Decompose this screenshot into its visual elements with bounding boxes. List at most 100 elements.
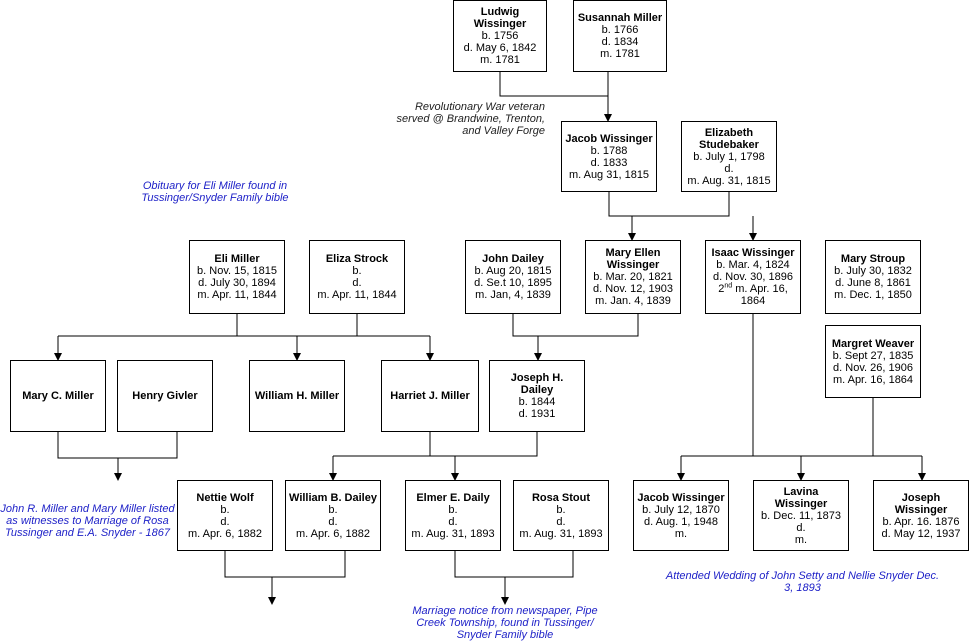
- person-name: Jacob Wissinger: [637, 491, 725, 504]
- note-line: Marriage notice from newspaper, Pipe: [412, 605, 598, 617]
- person-lavina-wissinger: Lavina Wissinger b. Dec. 11, 1873 d. m.: [753, 480, 849, 551]
- person-name: Mary Ellen Wissinger: [605, 247, 661, 271]
- person-mary-stroup: Mary Stroup b. July 30, 1832 d. June 8, …: [825, 240, 921, 314]
- marriage: m. Apr. 11, 1844: [197, 289, 277, 301]
- birth: b. July 1, 1798: [693, 150, 765, 163]
- marriage: m.: [794, 533, 808, 546]
- note-line: Trenton, and Valley Forge: [462, 113, 545, 137]
- person-name: Henry Givler: [132, 390, 198, 402]
- note-line: Snyder Family bible: [456, 629, 554, 641]
- death: d. Nov. 30, 1896: [713, 271, 793, 283]
- note-line: Tussinger/Snyder Family bible: [141, 192, 289, 204]
- person-name: William B. Dailey: [289, 491, 377, 504]
- marriage: 2nd m. Apr. 16, 1864: [718, 282, 788, 307]
- marriage: m. Aug. 31, 1815: [687, 174, 771, 187]
- marriage: m. 1781: [600, 48, 640, 60]
- person-jacob-wissinger: Jacob Wissinger b. 1788 d. 1833 m. Aug 3…: [561, 121, 657, 192]
- note-line: served @ Brandwine,: [396, 113, 502, 125]
- death: d.: [352, 277, 362, 289]
- person-mary-ellen-wissinger: Mary Ellen Wissinger b. Mar. 20, 1821 d.…: [585, 240, 681, 314]
- person-eli-miller: Eli Miller b. Nov. 15, 1815 d. July 30, …: [189, 240, 285, 314]
- person-joseph-wissinger: Joseph Wissinger b. Apr. 16. 1876 d. May…: [873, 480, 969, 551]
- marriage: m. Apr. 6, 1882: [296, 527, 370, 540]
- person-name: Lavina Wissinger: [774, 485, 828, 510]
- person-rosa-stout: Rosa Stout b. d. m. Aug. 31, 1893: [513, 480, 609, 551]
- death: d. Nov. 12, 1903: [593, 283, 673, 295]
- person-eliza-strock: Eliza Strock b. d. m. Apr. 11, 1844: [309, 240, 405, 314]
- person-susannah-miller: Susannah Miller b. 1766 d. 1834 m. 1781: [573, 0, 667, 72]
- person-name: Joseph Wissinger: [894, 491, 948, 516]
- death: d.: [328, 515, 338, 528]
- death: d. 1931: [518, 408, 556, 420]
- person-name: Harriet J. Miller: [390, 390, 470, 402]
- person-margret-weaver: Margret Weaver b. Sept 27, 1835 d. Nov. …: [825, 325, 921, 398]
- death: d. 1834: [601, 36, 639, 48]
- marriage: m. Dec. 1, 1850: [834, 289, 912, 301]
- birth: b. Aug 20, 1815: [474, 265, 552, 277]
- person-elizabeth-studebaker: Elizabeth Studebaker b. July 1, 1798 d. …: [681, 121, 777, 192]
- death: d.: [556, 515, 566, 528]
- person-name: Nettie Wolf: [196, 491, 254, 504]
- person-nettie-wolf: Nettie Wolf b. d. m. Apr. 6, 1882: [177, 480, 273, 551]
- note-line: Creek Township, found in Tussinger/: [416, 617, 594, 629]
- marriage: m. Aug. 31, 1893: [519, 527, 603, 540]
- birth: b. 1756: [481, 30, 519, 42]
- note-revolutionary-war: Revolutionary War veteran served @ Brand…: [395, 101, 545, 137]
- person-william-b-dailey: William B. Dailey b. d. m. Apr. 6, 1882: [285, 480, 381, 551]
- person-william-h-miller: William H. Miller: [249, 360, 345, 432]
- person-name: Isaac Wissinger: [711, 247, 795, 259]
- death: d. May 12, 1937: [881, 527, 961, 540]
- person-henry-givler: Henry Givler: [117, 360, 213, 432]
- birth: b. Apr. 16. 1876: [882, 515, 960, 528]
- death: d. May 6, 1842: [463, 42, 537, 54]
- marriage: m. Jan, 4, 1839: [475, 289, 551, 301]
- birth: b. 1844: [518, 396, 556, 408]
- person-john-dailey: John Dailey b. Aug 20, 1815 d. Se.t 10, …: [465, 240, 561, 314]
- birth: b. 1788: [590, 144, 628, 157]
- person-name: Jacob Wissinger: [565, 132, 653, 145]
- person-name: Mary C. Miller: [22, 390, 94, 402]
- note-obituary: Obituary for Eli Miller found in Tussing…: [105, 180, 325, 204]
- person-name: Elmer E. Daily: [416, 491, 490, 504]
- death: d. 1833: [590, 156, 628, 169]
- birth: b. July 12, 1870: [642, 503, 720, 516]
- person-name: Elizabeth Studebaker: [699, 126, 759, 151]
- person-name: Ludwig Wissinger: [473, 6, 527, 30]
- birth: b. Sept 27, 1835: [832, 349, 914, 362]
- person-name: Susannah Miller: [577, 12, 663, 24]
- marriage: m. Aug 31, 1815: [568, 168, 650, 181]
- marriage: m. Apr. 16, 1864: [832, 373, 914, 386]
- birth: b.: [556, 503, 566, 516]
- person-name: Eli Miller: [214, 253, 260, 265]
- note-line: listed as witnesses to Marriage of: [6, 503, 175, 527]
- person-name: Margret Weaver: [831, 337, 915, 350]
- death: d.: [220, 515, 230, 528]
- marriage: m. 1781: [480, 54, 520, 66]
- birth: b. Mar. 20, 1821: [593, 271, 673, 283]
- person-name: Eliza Strock: [325, 253, 389, 265]
- note-line: Dec. 3, 1893: [784, 570, 940, 594]
- birth: b. Dec. 11, 1873: [761, 509, 841, 522]
- person-name: Joseph H. Dailey: [510, 372, 564, 396]
- death: d. July 30, 1894: [198, 277, 276, 289]
- death: d. Nov. 26, 1906: [833, 361, 913, 374]
- marriage: m. Apr. 6, 1882: [188, 527, 262, 540]
- note-witnesses: John R. Miller and Mary Miller listed as…: [0, 503, 175, 539]
- death: d. Se.t 10, 1895: [474, 277, 552, 289]
- death: d. Aug. 1, 1948: [643, 515, 718, 528]
- birth: b.: [448, 503, 458, 516]
- marriage: m. Jan. 4, 1839: [595, 295, 671, 307]
- birth: b. July 30, 1832: [834, 265, 912, 277]
- note-line: Obituary for Eli Miller found in: [142, 180, 288, 192]
- birth: b.: [220, 503, 230, 516]
- person-jacob-wissinger-jr: Jacob Wissinger b. July 12, 1870 d. Aug.…: [633, 480, 729, 551]
- birth: b. Mar. 4, 1824: [716, 259, 790, 271]
- note-line: John R. Miller and Mary Miller: [0, 503, 146, 515]
- person-mary-c-miller: Mary C. Miller: [10, 360, 106, 432]
- note-line: Attended Wedding of John Setty and Nelli…: [665, 570, 914, 582]
- marriage: m. Apr. 11, 1844: [317, 289, 397, 301]
- person-name: Mary Stroup: [840, 253, 906, 265]
- death: d.: [448, 515, 458, 528]
- death: d.: [796, 521, 806, 534]
